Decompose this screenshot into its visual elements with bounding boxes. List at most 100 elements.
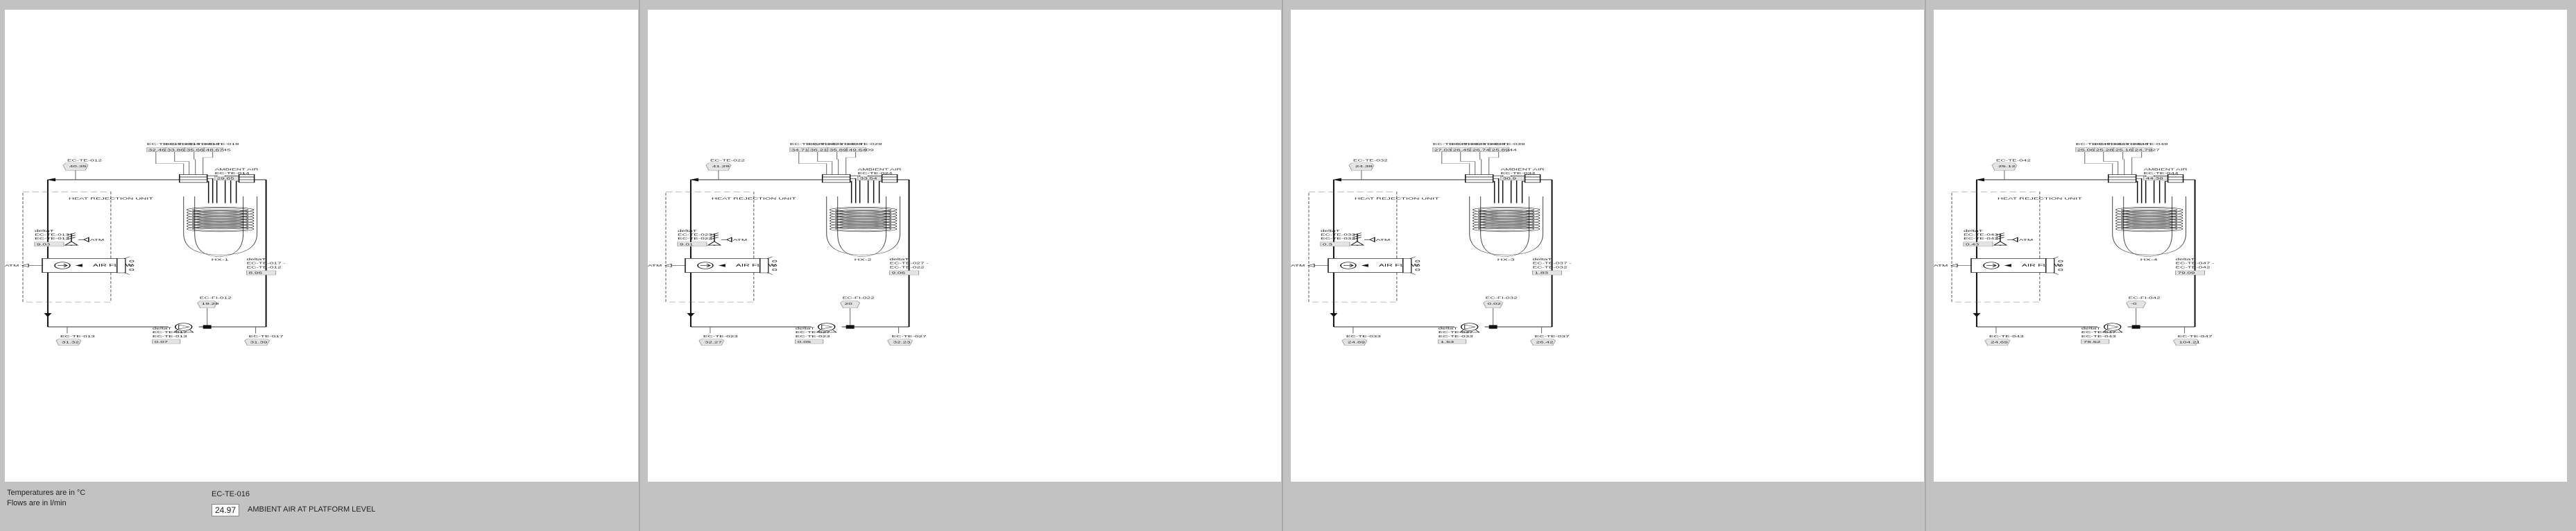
left-delta-expr-2: EC-TE-012 [35, 237, 69, 240]
top-sensor-value[interactable]: 25.0618 [2077, 148, 2102, 151]
outlet-temp-badge [887, 338, 913, 346]
outlet-temp-tag: EC-TE-027 [892, 335, 927, 338]
supply-temp-value[interactable]: 40.35 [69, 165, 87, 168]
outlet-temp-value[interactable]: 31.39 [250, 341, 268, 344]
air-flow-label: AIR FLOW [736, 264, 776, 268]
top-sensor-value[interactable]: 26.45 [1453, 148, 1470, 151]
left-delta-expr-1: EC-TE-043 - [1964, 233, 2003, 237]
units-flow-note: Flows are in l/min [7, 499, 67, 507]
top-sensor-value-box [2133, 147, 2153, 152]
top-sensor-value[interactable]: 34.7184 [791, 148, 817, 151]
ambient-air-box [1500, 176, 1525, 181]
right-delta-value[interactable]: 9.06 [892, 271, 905, 275]
return-temp-value[interactable]: 24.69 [1991, 341, 2008, 344]
return-temp-value[interactable]: 31.32 [62, 341, 79, 344]
immersion-tank[interactable] [837, 196, 887, 257]
return-temp-badge [698, 338, 725, 346]
flow-meter-badge [197, 301, 218, 309]
supply-temp-tag: EC-TE-012 [67, 159, 102, 162]
flow-meter-tag: EC-FI-012 [200, 296, 232, 300]
bottom-delta-box [152, 339, 181, 344]
top-sensor-value[interactable]: 26.7474 [1472, 148, 1498, 151]
heat-rejection-unit-label: HEAT REJECTION UNIT [1355, 196, 1439, 201]
immersion-tank[interactable] [2123, 196, 2173, 257]
bottom-delta-value[interactable]: 1.53 [1441, 340, 1454, 344]
left-delta-value[interactable]: 9.01 [680, 243, 693, 246]
left-delta-box [1963, 242, 1993, 247]
flow-meter-value[interactable]: -0 [2131, 302, 2137, 305]
ambient-air-value[interactable]: 44.38 [2146, 177, 2163, 180]
right-delta-box [889, 270, 920, 276]
left-delta-expr-1: EC-TE-013 - [35, 233, 74, 237]
heat-exchanger-label: HX-1 [212, 258, 229, 262]
supply-temp-value[interactable]: 25.12 [1998, 165, 2016, 168]
left-delta-value[interactable]: 9.03 [37, 243, 50, 246]
right-delta-expr-1: EC-TE-017 - [247, 262, 286, 265]
left-delta-value[interactable]: 0.3 [1323, 243, 1332, 246]
top-sensor-value[interactable]: 32.46 [148, 148, 166, 151]
top-sensor-value[interactable]: 35.6637 [187, 148, 212, 151]
flow-meter-value[interactable]: 0.02 [1488, 302, 1501, 305]
fan-motor-icon [1993, 233, 2018, 246]
top-sensor-value[interactable]: 24.7927 [2135, 148, 2160, 151]
ambient-platform-value: 24.97 [212, 504, 240, 516]
return-temp-value[interactable]: 24.89 [1348, 341, 1365, 344]
top-sensor-value[interactable]: 33.86 [167, 148, 184, 151]
bottom-delta-value[interactable]: 0.05 [798, 340, 811, 344]
immersion-tank[interactable] [1480, 196, 1530, 257]
flow-meter-value[interactable]: 19.29 [202, 302, 219, 305]
ambient-air-value[interactable]: 29.65 [217, 177, 234, 180]
outlet-temp-value[interactable]: 26.42 [1536, 341, 1554, 344]
bottom-delta-label: deltaT [796, 327, 815, 330]
flow-meter-icon [1488, 325, 1497, 329]
right-delta-box [246, 270, 277, 276]
left-delta-expr-2: EC-TE-042 [1964, 237, 1998, 240]
right-delta-expr-2: EC-TE-032 [1533, 265, 1568, 269]
top-sensor-value[interactable]: 35.8988 [830, 148, 855, 151]
immersion-tank[interactable] [194, 196, 244, 257]
bottom-delta-box [2081, 339, 2110, 344]
heat-exchanger-label: HX-3 [1497, 258, 1515, 262]
vent-atm-label: ATM [733, 238, 747, 242]
left-delta-value[interactable]: 0.43 [1966, 243, 1979, 246]
ambient-air-value[interactable]: 30.9 [1503, 177, 1516, 180]
bottom-delta-value[interactable]: 79.52 [2084, 340, 2101, 344]
top-sensor-value[interactable]: 36.21 [810, 148, 827, 151]
top-sensor-value[interactable]: 48.6745 [206, 148, 231, 151]
left-delta-label: deltaT [35, 229, 54, 233]
top-sensor-value[interactable]: 25.8944 [1492, 148, 1518, 151]
right-delta-value[interactable]: 79.09 [2178, 271, 2195, 275]
bottom-delta-value[interactable]: 0.07 [155, 340, 168, 344]
ambient-air-value[interactable]: 33.54 [860, 177, 878, 180]
ambient-air-tag: EC-TE-034 [1501, 171, 1536, 175]
right-delta-expr-2: EC-TE-022 [890, 265, 925, 269]
bottom-delta-label: deltaT [1439, 327, 1458, 330]
top-sensor-value[interactable]: 27.0374 [1434, 148, 1460, 151]
top-sensor-value[interactable]: 25.1631 [2115, 148, 2140, 151]
ambient-air-label: AMBIENT AIR [2144, 167, 2188, 171]
sensor-leader-lines [1441, 151, 1500, 175]
outlet-temp-value[interactable]: 32.23 [893, 341, 911, 344]
supply-temp-value[interactable]: 41.29 [712, 165, 730, 168]
vent-atm-label: ATM [1376, 238, 1390, 242]
return-temp-badge [1984, 338, 2011, 346]
left-delta-box [677, 242, 707, 247]
outlet-temp-tag: EC-TE-047 [2178, 335, 2213, 338]
supply-temp-tag: EC-TE-042 [1996, 159, 2031, 162]
ambient-air-label: AMBIENT AIR [1501, 167, 1545, 171]
outlet-temp-value[interactable]: 104.21 [2179, 341, 2201, 344]
top-sensor-value[interactable]: 25.28 [2096, 148, 2113, 151]
ambient-air-tag: EC-TE-014 [215, 171, 250, 175]
air-outlet-louver-icon [759, 256, 778, 275]
right-delta-value[interactable]: 8.96 [249, 271, 262, 275]
left-delta-label: deltaT [678, 229, 697, 233]
return-temp-value[interactable]: 32.27 [705, 341, 722, 344]
flow-meter-value[interactable]: 20 [845, 302, 852, 305]
supply-temp-value[interactable]: 24.38 [1355, 165, 1373, 168]
right-delta-expr-1: EC-TE-027 - [890, 262, 929, 265]
top-sensor-value[interactable]: 49.6409 [849, 148, 874, 151]
right-delta-value[interactable]: 1.83 [1535, 271, 1548, 275]
panel-separator [639, 0, 640, 531]
